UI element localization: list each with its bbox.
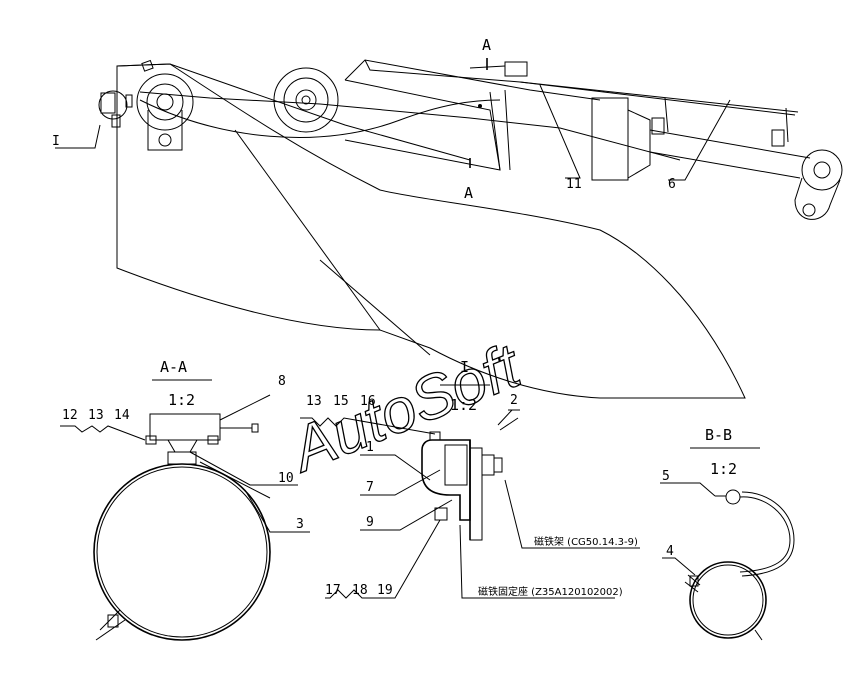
label-6: 6 bbox=[668, 177, 676, 192]
label-i-9: 9 bbox=[366, 515, 374, 530]
label-bb-4: 4 bbox=[666, 544, 674, 559]
view-i-title: I bbox=[460, 358, 469, 376]
view-bb-title: B-B bbox=[705, 426, 732, 444]
boom-assembly bbox=[98, 58, 843, 399]
label-bb-5: 5 bbox=[662, 469, 670, 484]
label-i-1: 1 bbox=[366, 440, 374, 455]
label-i-main: I bbox=[52, 134, 60, 149]
view-aa: A-A 1:2 bbox=[60, 358, 310, 641]
view-aa-scale: 1:2 bbox=[168, 391, 195, 409]
label-i-18: 18 bbox=[352, 583, 368, 598]
view-i: I 1:2 bbox=[300, 358, 640, 599]
note-magnet-base: 磁铁固定座 (Z35A120102002) bbox=[478, 585, 623, 598]
label-aa-14: 14 bbox=[114, 408, 130, 423]
label-aa-10: 10 bbox=[278, 471, 294, 486]
view-bb-scale: 1:2 bbox=[710, 460, 737, 478]
label-i-19: 19 bbox=[377, 583, 393, 598]
label-i-7: 7 bbox=[366, 480, 374, 495]
label-aa-13: 13 bbox=[88, 408, 104, 423]
label-i-13: 13 bbox=[306, 394, 322, 409]
label-aa-3: 3 bbox=[296, 517, 304, 532]
view-i-scale: 1:2 bbox=[450, 396, 477, 414]
label-i-17: 17 bbox=[325, 583, 341, 598]
section-marker-a-top: A bbox=[482, 36, 491, 54]
label-aa-8: 8 bbox=[278, 374, 286, 389]
label-aa-12: 12 bbox=[62, 408, 78, 423]
note-magnet-rack: 磁铁架 (CG50.14.3-9) bbox=[534, 535, 638, 548]
label-i-16: 16 bbox=[360, 394, 376, 409]
label-i-2: 2 bbox=[510, 393, 518, 408]
view-aa-title: A-A bbox=[160, 358, 187, 376]
label-11: 11 bbox=[566, 177, 582, 192]
label-i-15: 15 bbox=[333, 394, 349, 409]
view-bb: B-B 1:2 bbox=[660, 426, 795, 641]
section-marker-a-bottom: A bbox=[464, 184, 473, 202]
main-leaders bbox=[55, 84, 731, 181]
